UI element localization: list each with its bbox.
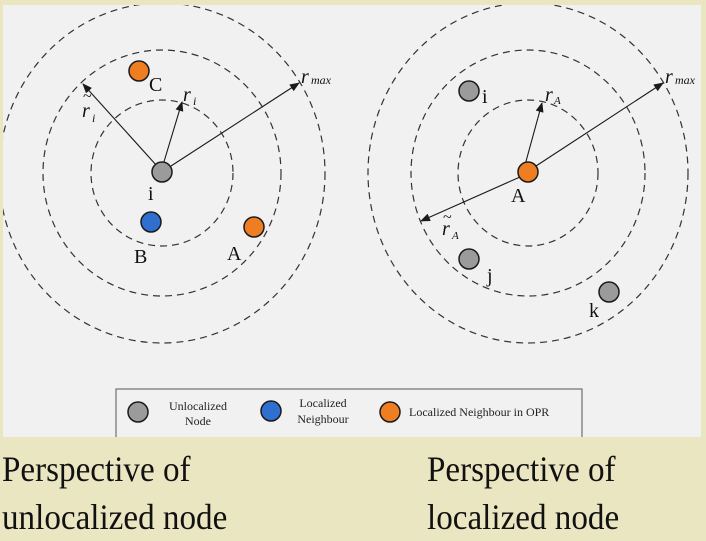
right-r-inner-symbol: r <box>545 84 553 106</box>
right-arrow-tilde-radius <box>420 176 521 222</box>
right-node-k <box>598 281 620 303</box>
left-middle-ring <box>42 49 282 297</box>
right-label-r-inner: r A <box>545 84 561 107</box>
legend-unlocalized-line1: Unlocalized <box>169 399 227 413</box>
legend-localized-swatch <box>260 400 282 422</box>
left-r-tilde-symbol: r <box>82 100 90 122</box>
left-node-c-label: C <box>149 74 162 96</box>
caption-right-line1: Perspective of <box>427 449 616 489</box>
left-node-c <box>128 60 150 82</box>
legend-item-localized: Localized Neighbour <box>260 396 349 426</box>
right-node-i <box>458 80 480 102</box>
legend-unlocalized-line2: Node <box>185 414 211 428</box>
right-outer-ring <box>367 5 689 344</box>
right-node-j-label: j <box>486 265 493 287</box>
left-r-tilde-sub: i <box>92 111 95 125</box>
right-arrow-inner-radius <box>524 102 544 166</box>
left-r-inner-symbol: r <box>183 84 191 106</box>
left-label-r-inner: r i <box>183 84 196 108</box>
right-r-tilde-sub: A <box>451 230 459 242</box>
left-inner-ring <box>90 99 234 247</box>
legend-item-localized-opr: Localized Neighbour in OPR <box>379 401 549 423</box>
left-node-b-label: B <box>134 246 147 268</box>
caption-left-line2: unlocalized node <box>2 497 228 537</box>
left-node-a-label: A <box>227 243 242 265</box>
right-tilde-mark: ~ <box>443 209 452 226</box>
left-center-label: i <box>148 183 154 205</box>
right-r-max-symbol: r <box>665 66 673 88</box>
right-label-r-tilde: ~ r A <box>442 209 459 242</box>
right-r-max-sub: max <box>675 73 696 87</box>
left-center-node-i <box>151 161 173 183</box>
right-node-i-label: i <box>482 86 488 108</box>
left-r-inner-sub: i <box>193 94 196 108</box>
right-node-j <box>458 248 480 270</box>
caption-left-line1: Perspective of <box>2 449 191 489</box>
legend-box <box>115 388 583 437</box>
right-center-node-a <box>517 161 539 183</box>
right-label-r-max: r max <box>665 66 696 88</box>
right-node-k-label: k <box>589 300 599 322</box>
right-inner-ring <box>457 99 599 247</box>
caption-unlocalized-perspective: Perspective of unlocalized node <box>2 445 227 541</box>
left-arrow-inner-radius <box>162 101 184 166</box>
legend-localized-line2: Neighbour <box>297 412 348 426</box>
left-node-b <box>140 211 162 233</box>
left-r-max-symbol: r <box>301 66 309 88</box>
caption-localized-perspective: Perspective of localized node <box>427 445 619 541</box>
left-tilde-mark: ~ <box>83 88 92 105</box>
left-node-a <box>243 216 265 238</box>
legend-localized-line1: Localized <box>299 396 346 410</box>
left-arrow-max-radius <box>170 82 300 167</box>
right-arrow-max-radius <box>535 82 664 167</box>
left-r-max-sub: max <box>311 73 332 87</box>
left-diagram: i C B A r i ~ r i r max <box>3 5 332 344</box>
caption-right-line2: localized node <box>427 497 620 537</box>
left-label-r-max: r max <box>301 66 332 88</box>
legend-localized-opr-label: Localized Neighbour in OPR <box>409 405 549 419</box>
diagram-canvas: i C B A r i ~ r i r max <box>3 5 696 437</box>
left-label-r-tilde: ~ r i <box>82 88 95 125</box>
diagram-panel: i C B A r i ~ r i r max <box>3 5 701 437</box>
right-center-label: A <box>511 185 526 207</box>
right-r-tilde-symbol: r <box>442 218 450 240</box>
right-middle-ring <box>410 49 646 297</box>
legend-localized-opr-swatch <box>379 401 401 423</box>
left-arrow-tilde-radius <box>82 83 158 167</box>
legend-unlocalized-swatch <box>127 401 149 423</box>
right-r-inner-sub: A <box>553 95 561 107</box>
left-outer-ring <box>3 5 326 344</box>
right-diagram: A i j k r A ~ r A r max <box>367 5 696 344</box>
legend: Unlocalized Node Localized Neighbour Loc… <box>115 388 583 437</box>
legend-item-unlocalized: Unlocalized Node <box>127 399 227 428</box>
